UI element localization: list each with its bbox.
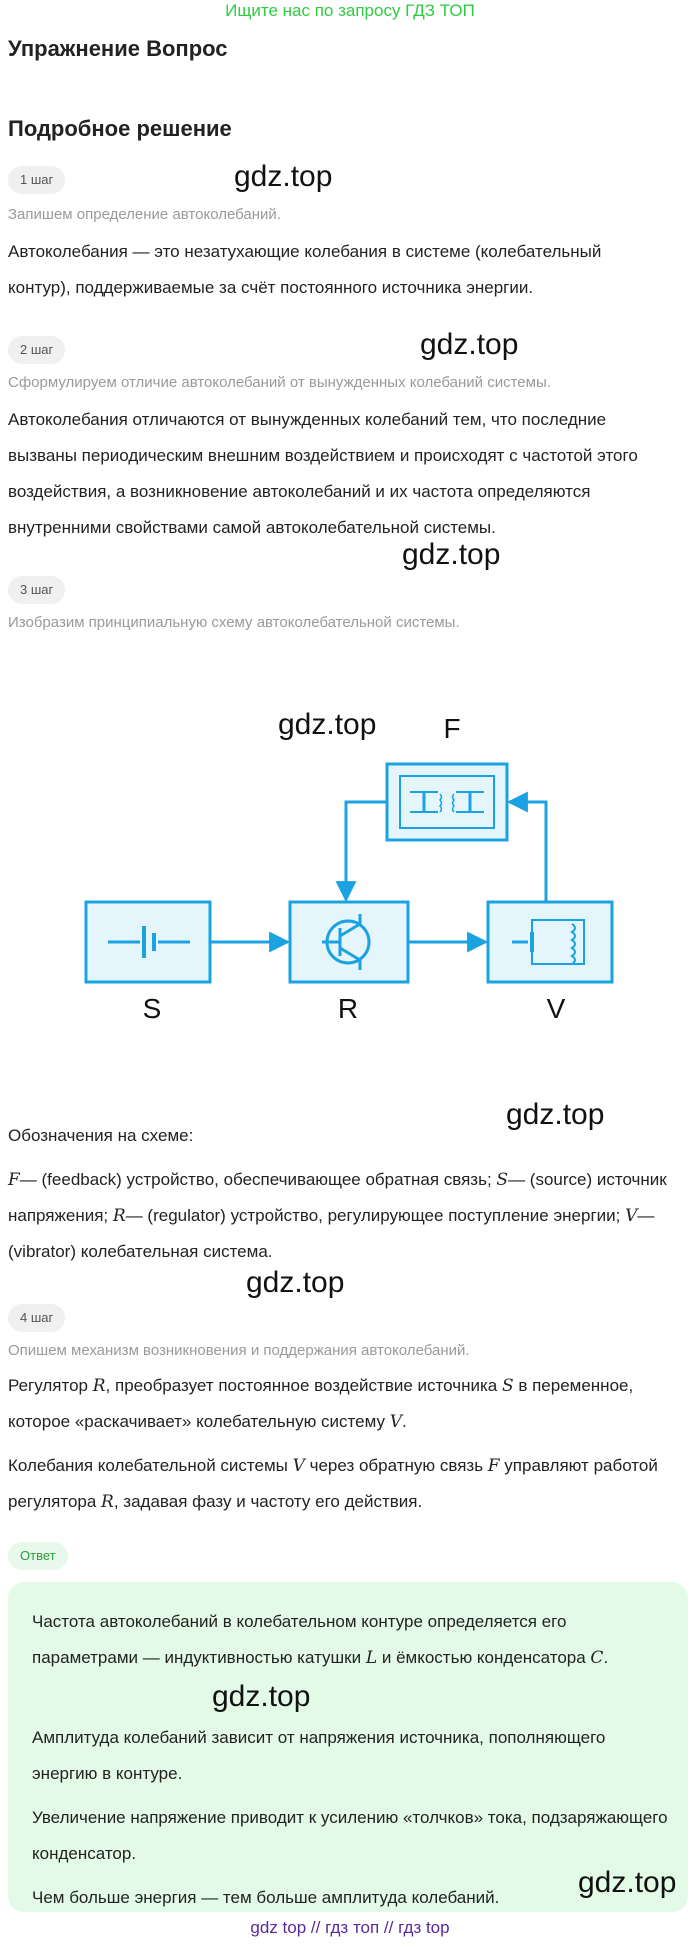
symbol-s: S [496, 1170, 509, 1190]
text: через обратную связь [304, 1456, 488, 1475]
text: . [401, 1412, 407, 1431]
answer-paragraph-4: Чем больше энергия — тем больше амплитуд… [32, 1888, 500, 1907]
symbol-l: L [365, 1648, 378, 1668]
answer-paragraph-3: Увеличение напряжение приводит к усилени… [32, 1808, 668, 1863]
legend-f-desc: — (feedback) устройство, обеспечивающее … [19, 1170, 497, 1189]
step-1-text: Автоколебания — это незатухающие колебан… [8, 242, 602, 297]
step-2-text: Автоколебания отличаются от вынужденных … [8, 410, 638, 537]
step-2-hint: Сформулируем отличие автоколебаний от вы… [8, 374, 551, 391]
step-4-paragraph-1: Регулятор R, преобразует постоянное возд… [8, 1368, 668, 1440]
answer-paragraph-1: Частота автоколебаний в колебательном ко… [32, 1604, 672, 1676]
arrow-v-to-f [506, 791, 548, 902]
legend-v-desc: — (vibrator) колебательная система. [8, 1206, 655, 1261]
answer-paragraph-2: Амплитуда колебаний зависит от напряжени… [32, 1728, 606, 1783]
regulator-block [288, 900, 410, 984]
symbol-v: V [292, 1456, 305, 1476]
watermark: gdz.top [578, 1866, 677, 1899]
watermark: gdz.top [212, 1680, 311, 1713]
watermark: gdz.top [402, 538, 501, 571]
page-title: Упражнение Вопрос [8, 36, 228, 61]
text: Колебания колебательной системы [8, 1456, 293, 1475]
feedback-block [385, 762, 509, 842]
symbol-r: R [112, 1206, 126, 1226]
step-3-hint: Изобразим принципиальную схему автоколеб… [8, 614, 460, 631]
label-v: V [547, 993, 566, 1024]
text: управляют работой регулятора [8, 1456, 658, 1511]
symbol-c: C [590, 1648, 604, 1668]
symbol-s: S [501, 1376, 514, 1396]
label-r: R [338, 993, 358, 1024]
step-4-hint: Опишем механизм возникновения и поддержа… [8, 1342, 470, 1359]
text: Частота автоколебаний в колебательном ко… [32, 1612, 567, 1667]
text: . [603, 1648, 609, 1667]
legend-text: F— (feedback) устройство, обеспечивающее… [8, 1162, 668, 1270]
top-banner: Ищите нас по запросу ГДЗ ТОП [225, 1, 475, 20]
autooscillation-diagram: F S R V [84, 713, 614, 1024]
text: в переменное, которое «раскачивает» коле… [8, 1376, 634, 1431]
text: , задавая фазу и частоту его действия. [113, 1492, 423, 1511]
symbol-r: R [101, 1492, 114, 1512]
watermark: gdz.top [420, 328, 519, 361]
watermark: gdz.top [278, 708, 377, 741]
legend-r-desc: — (regulator) устройство, регулирующее п… [125, 1206, 626, 1225]
step-1-hint: Запишем определение автоколебаний. [8, 206, 281, 223]
source-block [84, 900, 212, 984]
step-3-badge: 3 шаг [8, 576, 66, 604]
answer-box [8, 1582, 688, 1912]
arrow-f-to-r [335, 800, 387, 903]
label-f: F [443, 713, 460, 744]
watermark: gdz.top [234, 160, 333, 193]
watermark: gdz.top [246, 1266, 345, 1299]
symbol-f: F [8, 1170, 20, 1190]
symbol-v: V [389, 1412, 402, 1432]
step-2-badge: 2 шаг [8, 336, 66, 364]
section-title: Подробное решение [8, 116, 232, 141]
text: и ёмкостью конденсатора [377, 1648, 591, 1667]
symbol-v: V [625, 1206, 638, 1226]
step-1-badge: 1 шаг [8, 166, 66, 194]
symbol-r: R [92, 1376, 106, 1396]
vibrator-block [486, 900, 614, 984]
watermark: gdz.top [506, 1098, 605, 1131]
legend-s-desc: — (source) источник напряжения; [8, 1170, 667, 1225]
step-4-badge: 4 шаг [8, 1304, 66, 1332]
text: Регулятор [8, 1376, 93, 1395]
legend-heading: Обозначения на схеме: [8, 1126, 194, 1145]
symbol-f: F [487, 1456, 500, 1476]
footer-links: gdz top // гдз топ // гдз top [250, 1918, 450, 1937]
label-s: S [143, 993, 162, 1024]
answer-badge: Ответ [8, 1542, 68, 1570]
text: , преобразует постоянное воздействие ист… [105, 1376, 502, 1395]
step-4-paragraph-2: Колебания колебательной системы V через … [8, 1448, 668, 1520]
